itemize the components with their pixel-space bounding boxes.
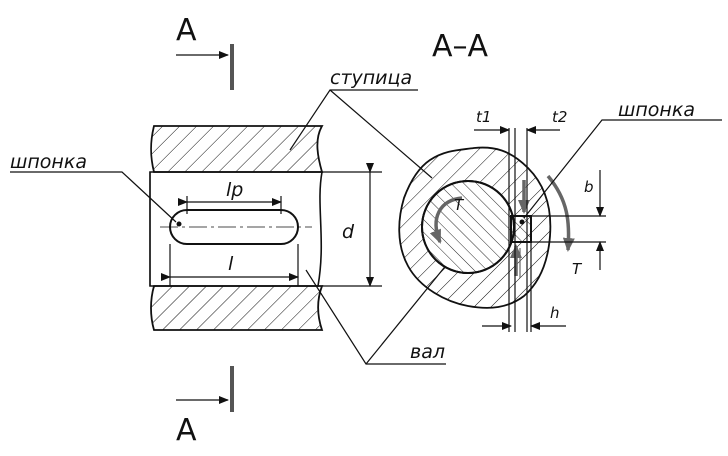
section-title: A–A [432, 29, 489, 64]
dim-t2-label: t2 [552, 108, 567, 126]
section-letter-top: A [176, 13, 197, 48]
label-shaft: вал [410, 341, 445, 363]
section-letter-bottom: A [176, 413, 197, 448]
label-hub: ступица [330, 67, 412, 89]
dim-lp-label: lp [226, 179, 243, 201]
longitudinal-view: lp l d [149, 125, 382, 331]
section-marker-top: A [176, 13, 234, 90]
label-key-left: шпонка [10, 151, 87, 173]
torque-shaft-label: T [454, 196, 465, 214]
label-key-right: шпонка [618, 99, 695, 121]
dim-d-label: d [342, 221, 355, 243]
dim-h-label: h [550, 304, 560, 322]
dim-t1-label: t1 [476, 108, 491, 126]
torque-hub-label: T [572, 260, 583, 278]
dim-b-label: b [584, 178, 594, 196]
cross-section-view: T t1 t2 b T h [398, 108, 606, 332]
dim-l-label: l [228, 253, 234, 275]
section-marker-bottom: A [176, 366, 234, 448]
